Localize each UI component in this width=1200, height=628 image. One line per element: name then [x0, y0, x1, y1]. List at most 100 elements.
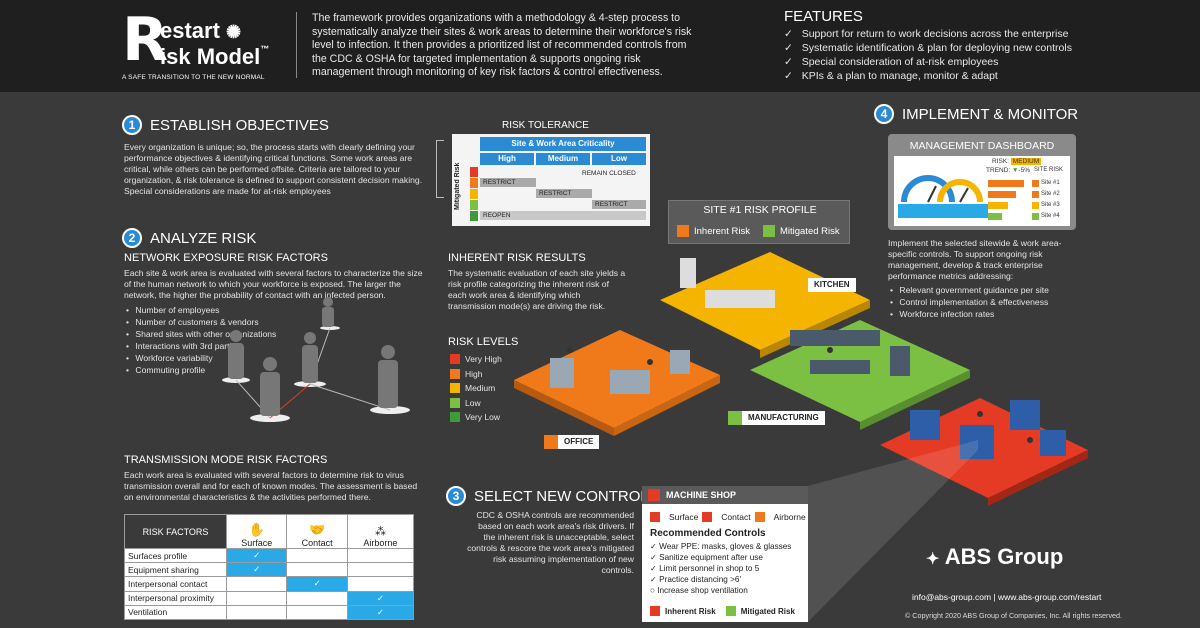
table-header-risk-factors: RISK FACTORS	[124, 514, 227, 549]
step4-number: 4	[874, 104, 894, 124]
site-risk-row: Site #3	[988, 200, 1068, 210]
site-risk-bars: Site #1 Site #2 Site #3 Site #4	[988, 178, 1068, 222]
dashboard-title: MANAGEMENT DASHBOARD	[909, 140, 1055, 152]
callout-beam	[808, 440, 978, 622]
controls-list: ✓ Wear PPE: masks, gloves & glasses ✓ Sa…	[650, 541, 791, 596]
site-risk-bar	[988, 212, 1002, 220]
list-item: Commuting profile	[126, 364, 276, 376]
logo-r: R	[122, 5, 169, 75]
kitchen-label: KITCHEN	[794, 278, 856, 292]
office-label: OFFICE	[544, 435, 600, 449]
table-row: Ventilation✓	[124, 604, 415, 620]
level-swatch	[470, 200, 478, 210]
list-item: Number of employees	[126, 304, 276, 316]
step4-title: IMPLEMENT & MONITOR	[902, 106, 1079, 123]
transmission-factors-title: TRANSMISSION MODE RISK FACTORS	[124, 454, 328, 466]
features-title: FEATURES	[784, 8, 863, 25]
airborne-icon: ⁂	[374, 526, 386, 538]
table-row: Surfaces profile✓	[124, 547, 415, 564]
col-high: High	[480, 153, 534, 165]
site-risk-label: Site #4	[1041, 213, 1060, 219]
table-header-airborne: ⁂Airborne	[346, 514, 415, 549]
step4-list: Relevant government guidance per site Co…	[890, 284, 1049, 320]
list-item: Control implementation & effectiveness	[890, 296, 1049, 308]
list-item: Number of customers & vendors	[126, 316, 276, 328]
handshake-icon: 🤝	[309, 522, 326, 537]
risk-tolerance-title: RISK TOLERANCE	[502, 120, 589, 131]
table-header-surface: ✋Surface	[225, 514, 288, 549]
site-risk-bar	[988, 190, 1016, 198]
risk-levels-title: RISK LEVELS	[448, 336, 519, 348]
list-item: ✓ Limit personnel in shop to 5	[650, 564, 760, 573]
network-factors-text: Each site & work area is evaluated with …	[124, 268, 423, 300]
site-risk-profile: SITE #1 RISK PROFILE Inherent Risk Mitig…	[668, 200, 850, 244]
logo-line2: isk Model™	[160, 44, 270, 69]
down-arrow-icon: ▼	[1012, 167, 1019, 174]
inherent-risk-key: Inherent Risk	[677, 225, 750, 237]
list-item: ✓ Practice distancing >6'	[650, 575, 742, 584]
list-item: Shared sites with other organizations	[126, 328, 276, 340]
divider	[296, 12, 297, 78]
criticality-header: Site & Work Area Criticality	[480, 137, 646, 151]
list-item: Workforce infection rates	[890, 308, 1049, 320]
machine-shop-legend: Inherent Risk Mitigated Risk	[650, 606, 795, 616]
feature-item: Systematic identification & plan for dep…	[784, 41, 1084, 55]
list-item: Relevant government guidance per site	[890, 284, 1049, 296]
level-swatch	[470, 189, 478, 199]
gauge-chart	[898, 175, 988, 218]
risk-level-item: Very High	[450, 352, 502, 367]
risk-level-item: High	[450, 367, 502, 382]
transmission-factors-text: Each work area is evaluated with several…	[124, 470, 418, 502]
risk-level-item: Medium	[450, 381, 502, 396]
site-profile-title: SITE #1 RISK PROFILE	[703, 204, 817, 216]
logo-line1: estart ✺	[160, 18, 242, 43]
site-risk-row: Site #4	[988, 211, 1068, 221]
transmission-mode-table: RISK FACTORS ✋Surface 🤝Contact ⁂Airborne…	[124, 514, 415, 620]
step1-text: Every organization is unique; so, the pr…	[124, 142, 423, 196]
site-risk-row: Site #2	[988, 189, 1068, 199]
logo-tagline: A SAFE TRANSITION TO THE NEW NORMAL	[122, 74, 265, 81]
level-swatch	[470, 167, 478, 177]
risk-indicator: RISK: MEDIUM	[992, 158, 1042, 165]
management-dashboard: MANAGEMENT DASHBOARD RISK: MEDIUM TREND:…	[888, 134, 1076, 230]
copyright: © Copyright 2020 ABS Group of Companies,…	[905, 611, 1123, 620]
inherent-risk-text: The systematic evaluation of each site y…	[448, 268, 626, 311]
step1-number: 1	[122, 115, 142, 135]
col-low: Low	[592, 153, 646, 165]
table-header-contact: 🤝Contact	[286, 514, 348, 549]
network-factors-list: Number of employees Number of customers …	[126, 304, 276, 376]
step3-title: SELECT NEW CONTROLS	[474, 488, 659, 505]
step3-text: CDC & OSHA controls are recommended base…	[467, 510, 634, 575]
machine-shop-card: MACHINE SHOP Surface Contact Airborne Re…	[642, 486, 808, 622]
contact-info: info@abs-group.com | www.abs-group.com/r…	[912, 592, 1102, 602]
risk-level-item: Low	[450, 396, 502, 411]
restrict-bar: RESTRICT	[592, 200, 646, 209]
list-item: ✓ Wear PPE: masks, gloves & glasses	[650, 542, 792, 551]
site-risk-row: Site #1	[988, 178, 1068, 188]
bracket	[436, 140, 444, 198]
abs-group-logo: ✦ ABS Group	[926, 544, 1064, 569]
manufacturing-label: MANUFACTURING	[728, 411, 825, 425]
dashboard-panel: RISK: MEDIUM TREND: ▼-5% SITE RISK Site …	[894, 156, 1070, 226]
site-risk-label: Site #3	[1041, 202, 1060, 208]
trend-indicator: TREND: ▼-5%	[986, 167, 1031, 174]
level-swatch	[470, 211, 478, 221]
machine-shop-header: MACHINE SHOP	[642, 486, 808, 504]
machine-shop-modes: Surface Contact Airborne	[650, 512, 806, 522]
recommended-controls-title: Recommended Controls	[650, 528, 766, 539]
list-item: ○ Increase shop ventilation	[650, 586, 748, 595]
list-item: ✓ Sanitize equipment after use	[650, 553, 763, 562]
step3-number: 3	[446, 486, 466, 506]
feature-item: Special consideration of at-risk employe…	[784, 55, 1084, 69]
site-risk-title: SITE RISK	[1034, 167, 1064, 173]
table-row: Interpersonal proximity✓	[124, 590, 415, 606]
step2-number: 2	[122, 228, 142, 248]
step4-text: Implement the selected sitewide & work a…	[888, 238, 1062, 281]
site-risk-label: Site #1	[1041, 180, 1060, 186]
feature-item: KPIs & a plan to manage, monitor & adapt	[784, 69, 1084, 83]
remain-closed-label: REMAIN CLOSED	[582, 170, 636, 177]
site-risk-label: Site #2	[1041, 191, 1060, 197]
col-medium: Medium	[536, 153, 590, 165]
network-factors-title: NETWORK EXPOSURE RISK FACTORS	[124, 252, 328, 264]
eagle-icon: ✦	[926, 551, 940, 568]
